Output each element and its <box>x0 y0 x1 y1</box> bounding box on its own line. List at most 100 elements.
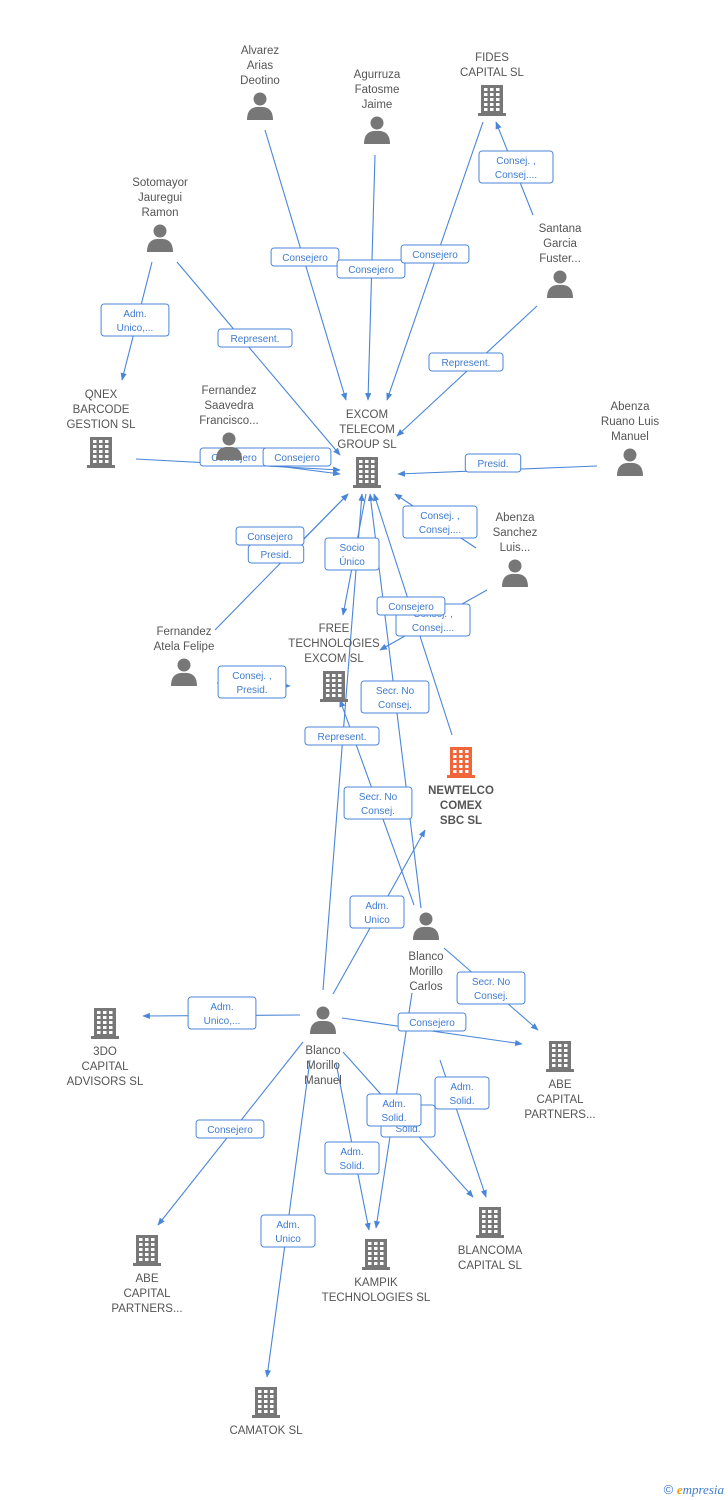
edge-label-text: Consejero <box>274 453 320 464</box>
edge-label-agurruza-to-excom[interactable]: Consejero <box>336 259 406 279</box>
edge-label-bmanuel-to-d3o[interactable]: Adm.Unico,... <box>187 996 257 1030</box>
node-label-line: ADVISORS SL <box>67 1076 144 1088</box>
node-label-line: BARCODE <box>73 404 130 416</box>
edge-label-text: Solid. <box>339 1161 364 1172</box>
person-icon <box>617 448 643 476</box>
edge-label-box <box>304 726 380 746</box>
node-label-line: BLANCOMA <box>458 1245 523 1257</box>
edge-label-text: Adm. <box>123 309 146 320</box>
node-label-line: Jauregui <box>138 192 182 204</box>
edge-label-fsaavedra-to-excom[interactable]: Consejero <box>262 447 332 467</box>
edge-label-box <box>235 526 305 546</box>
edge-label-box <box>187 996 257 1030</box>
edge-label-sotomayor-to-excom[interactable]: Represent. <box>217 328 293 348</box>
edge-label-bmanuel-to-abe_right[interactable]: Consejero <box>397 1012 467 1032</box>
node-camatok[interactable]: CAMATOK SL <box>229 1387 303 1437</box>
node-label-line: CAPITAL SL <box>460 67 525 79</box>
node-label-line: Abenza <box>495 512 535 524</box>
node-abenza_sanchez[interactable]: AbenzaSanchezLuis... <box>493 512 538 587</box>
edge-label-bmanuel-to-abe_left[interactable]: Consejero <box>195 1119 265 1139</box>
edge-label-text: Consej. <box>474 991 508 1002</box>
node-santana[interactable]: SantanaGarciaFuster... <box>539 223 582 298</box>
edge-label-bcarlos-to-blancoma[interactable]: Adm.Solid. <box>366 1093 422 1127</box>
node-label-line: Fernandez <box>157 626 212 638</box>
brand-logo-text: mpresia <box>682 1482 724 1497</box>
node-abe_left[interactable]: ABECAPITALPARTNERS... <box>111 1235 183 1315</box>
edge-label-text: Consejero <box>207 1125 253 1136</box>
edge-label-fatela-to-free[interactable]: Consej. ,Presid. <box>217 665 287 699</box>
copyright-icon: © <box>663 1482 674 1497</box>
node-fides[interactable]: FIDES CAPITAL SL <box>460 52 525 116</box>
building-icon <box>447 747 475 778</box>
edge-label-box <box>270 247 340 267</box>
person-icon <box>413 912 439 940</box>
edge-label-text: Socio <box>339 543 364 554</box>
node-label-line: PARTNERS... <box>111 1303 182 1315</box>
edge-label-fatela-to-excom[interactable]: Consejero <box>235 526 305 546</box>
edge-label-text: Consej. , <box>496 156 535 167</box>
node-label-line: Agurruza <box>354 69 401 81</box>
edge-label-bmanuel-to-kampik[interactable]: Adm.Solid. <box>324 1141 380 1175</box>
edge-label-box <box>360 680 430 714</box>
edge-label-text: Unico,... <box>117 323 154 334</box>
edge-label-sotomayor-to-qnex[interactable]: Adm. Unico,... <box>100 303 170 337</box>
edge-label-bmanuel-to-blancoma[interactable]: Adm.Solid. <box>434 1076 490 1110</box>
node-label-line: Fuster... <box>539 253 581 265</box>
edge-label-bmanuel-to-camatok[interactable]: Adm.Unico <box>260 1214 316 1248</box>
edge-label-fides-to-excom[interactable]: Consejero <box>400 244 470 264</box>
node-label-line: Francisco... <box>199 415 258 427</box>
edge-label-alvarez-to-excom[interactable]: Consejero <box>270 247 340 267</box>
edge-label-box <box>376 596 446 616</box>
node-label-line: Abenza <box>610 401 650 413</box>
edge-label-text: Unico <box>275 1234 301 1245</box>
edge-sotomayor-to-excom <box>176 261 341 456</box>
edge-label-abenza_sanchez-to-excom[interactable]: Consej. ,Consej.... <box>402 505 478 539</box>
edge-label-bmanuel-to-excom[interactable]: Represent. <box>304 726 380 746</box>
edge-label-box <box>478 150 554 184</box>
node-label-line: GESTION SL <box>66 419 136 431</box>
edge-label-santana-to-fides[interactable]: Consej. , Consej.... <box>478 150 554 184</box>
node-label-line: FREE <box>319 623 350 635</box>
node-label-line: Ruano Luis <box>601 416 659 428</box>
edge-label-bmanuel-to-newtelco[interactable]: Adm.Unico <box>349 895 405 929</box>
node-label-line: FIDES <box>475 52 509 64</box>
edge-label-box <box>324 1141 380 1175</box>
edge-label-text: Consejero <box>348 265 394 276</box>
edge-label-santana-to-excom[interactable]: Represent. <box>428 352 504 372</box>
edges-layer <box>120 121 598 1378</box>
edge-label-fsaavedra-to-free[interactable]: Presid. <box>247 544 305 564</box>
node-fsaavedra[interactable]: FernandezSaavedraFrancisco... <box>199 385 259 460</box>
edge-label-abenza_ruano-to-excom[interactable]: Presid. <box>464 453 522 473</box>
edge-label-newtelco-to-excom[interactable]: Consejero <box>376 596 446 616</box>
edge-label-text: Consej. <box>361 806 395 817</box>
edge-label-text: Represent. <box>318 732 367 743</box>
edge-label-text: Presid. <box>260 550 291 561</box>
edge-label-text: Consej.... <box>495 170 537 181</box>
edge-label-text: Secr. No <box>376 686 415 697</box>
node-abe_right[interactable]: ABECAPITALPARTNERS... <box>524 1041 596 1121</box>
edge-label-box <box>464 453 522 473</box>
edge-label-box <box>366 1093 422 1127</box>
edge-label-box <box>434 1076 490 1110</box>
